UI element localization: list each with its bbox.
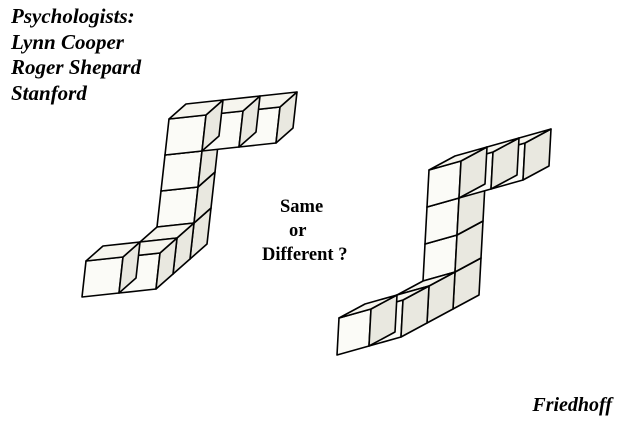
question-line-same: Same [280,197,324,217]
credits-name-2: Roger Shepard [11,55,142,79]
credits-heading: Psychologists: [11,4,135,28]
question-line-different: Different ? [262,245,348,265]
left-cube-top-face [168,99,224,120]
question-text: Same or Different ? [256,195,384,267]
credits-name-1: Lynn Cooper [11,29,124,54]
right-cube-top-face [338,294,398,319]
question-line-or: or [289,221,307,241]
source-credit: Friedhoff [532,394,612,416]
left-cube-top-face [85,241,141,262]
credits-block: Psychologists: Lynn Cooper Roger Shepard… [11,4,141,106]
credits-name-3: Stanford [11,80,87,105]
right-cube-top-face [428,146,488,171]
